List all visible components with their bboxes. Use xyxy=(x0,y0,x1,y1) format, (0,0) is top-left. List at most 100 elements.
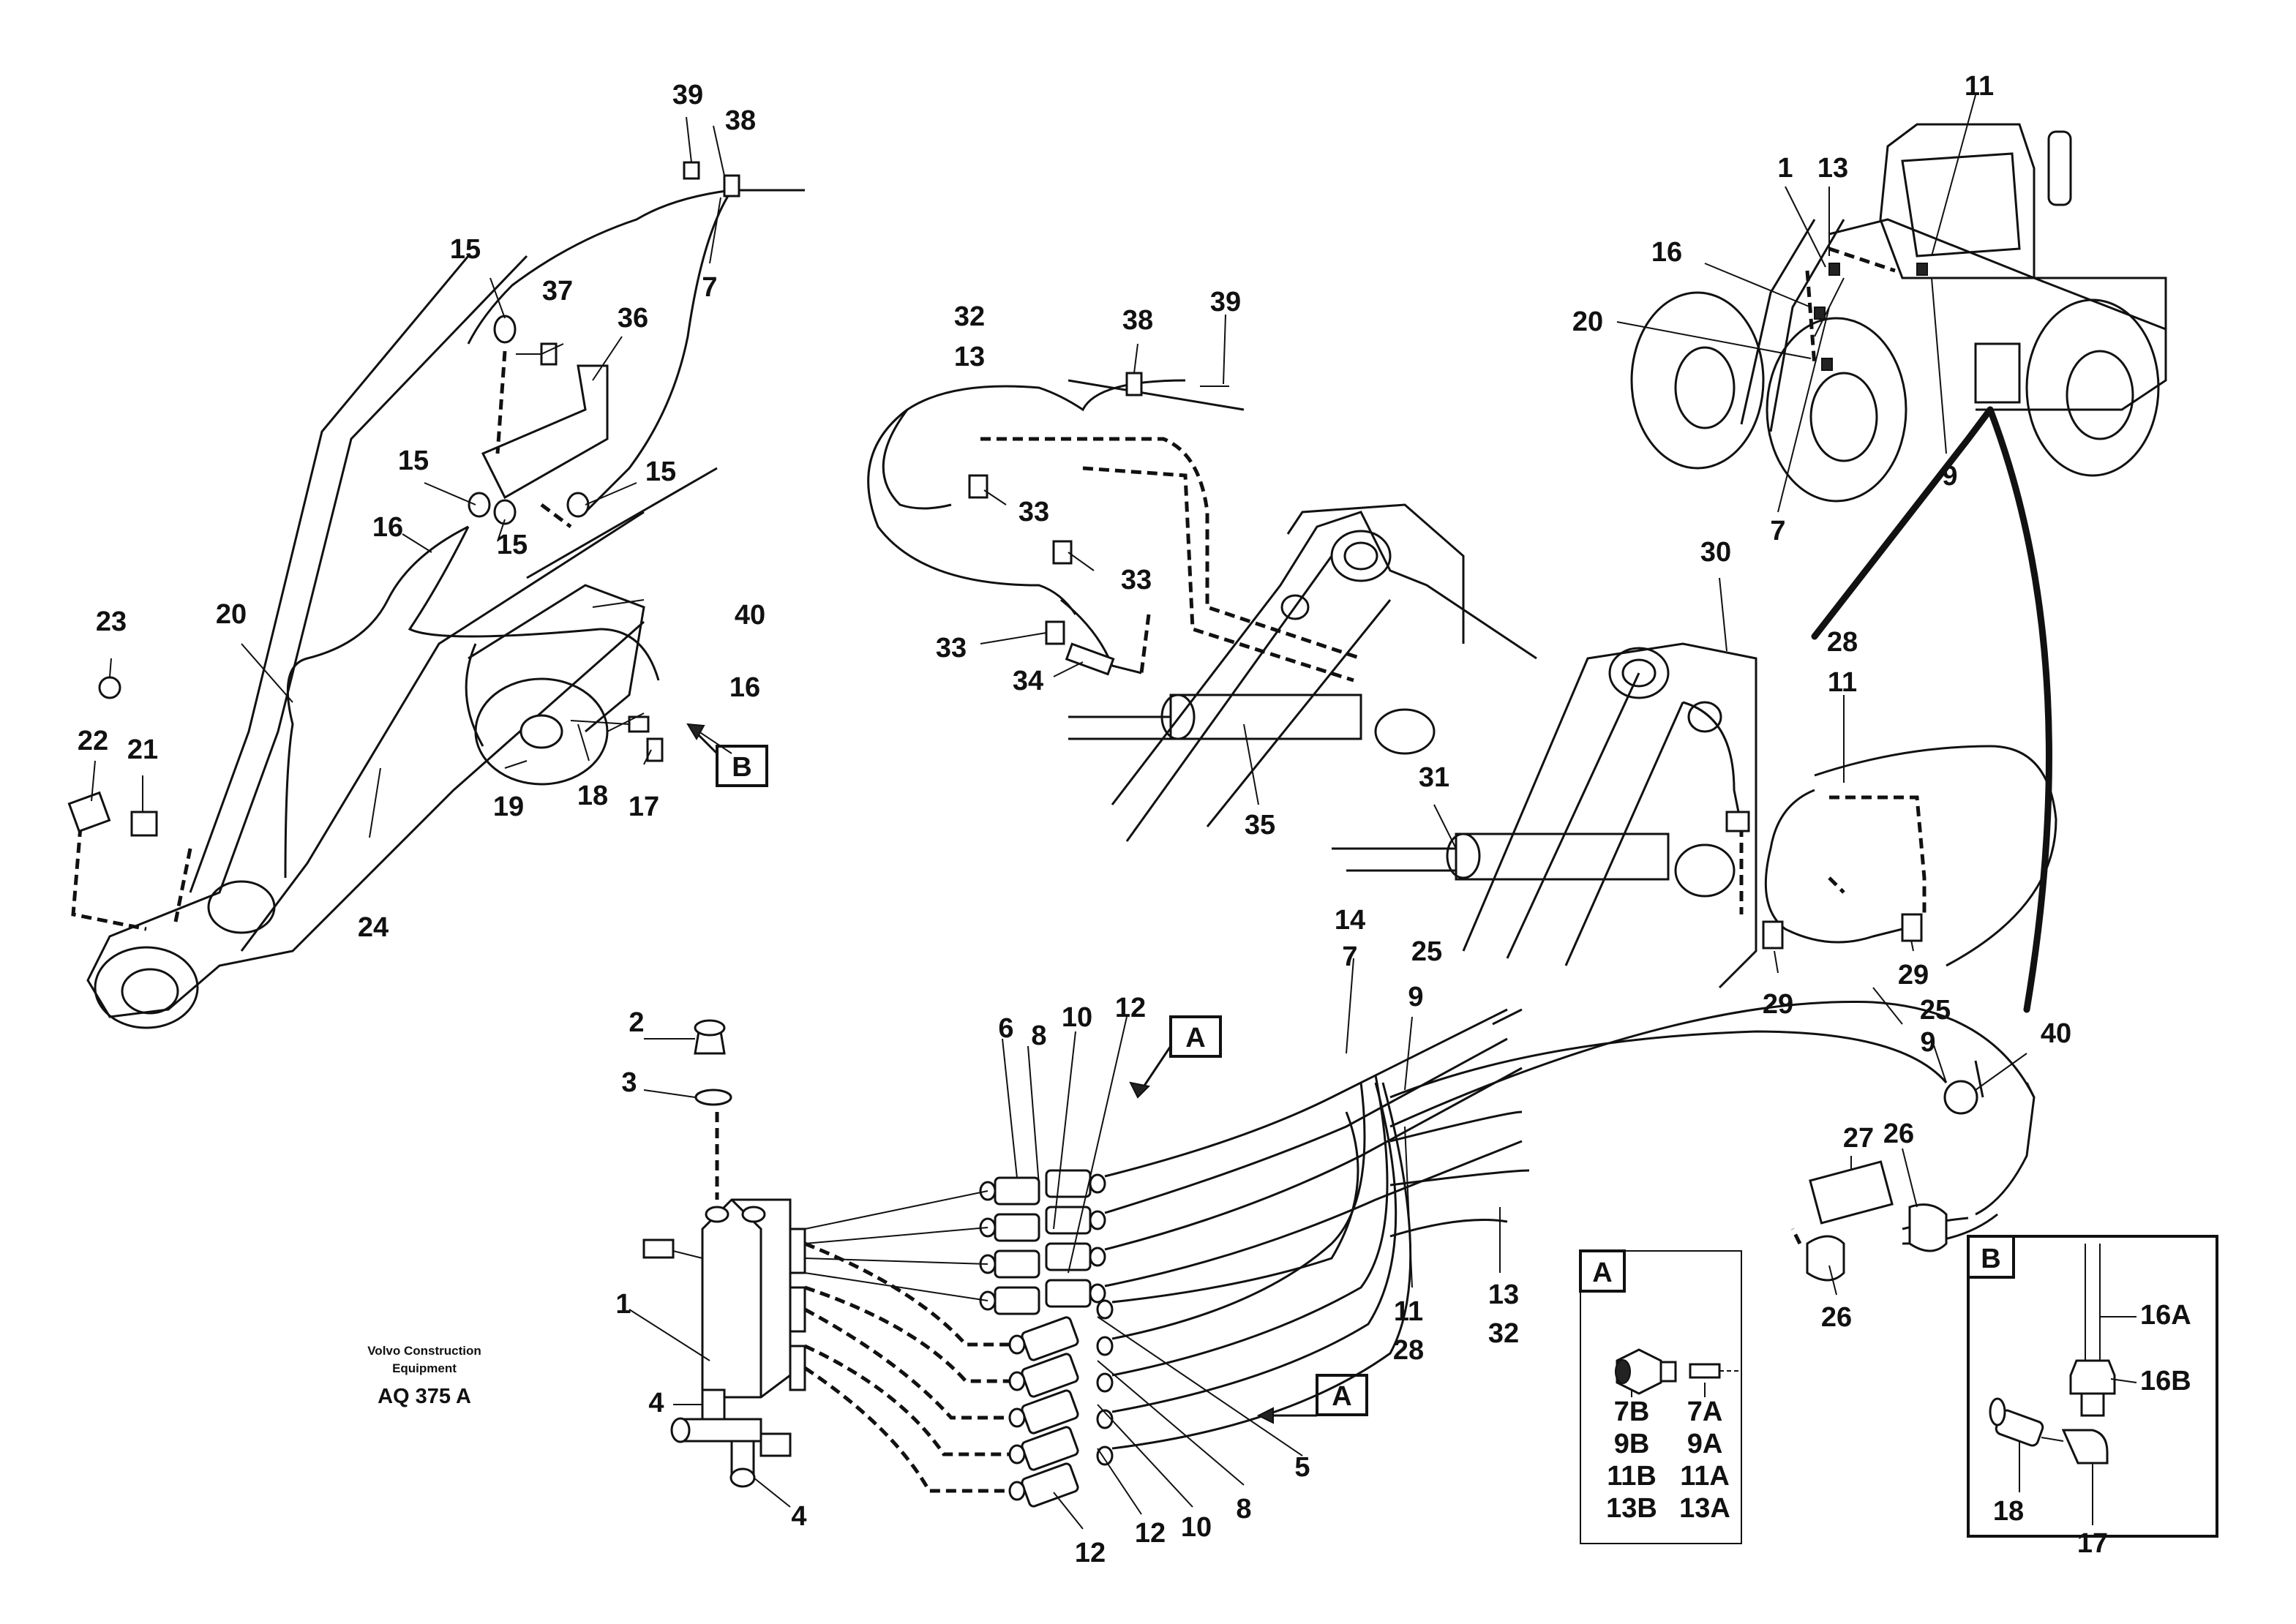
detail-b-18: 18 xyxy=(1993,1496,2024,1527)
callout-26: 26 xyxy=(1883,1119,1914,1149)
callout-33: 33 xyxy=(936,633,967,663)
detail-b-title: B xyxy=(1981,1244,2000,1274)
callout-9: 9 xyxy=(1920,1027,1935,1058)
callout-9: 9 xyxy=(1942,461,1957,492)
detail-a-11b: 11B xyxy=(1607,1461,1657,1492)
callout-28: 28 xyxy=(1393,1335,1424,1366)
callout-15: 15 xyxy=(398,446,429,476)
distribution-block xyxy=(642,1001,2036,1508)
detail-a-11a: 11A xyxy=(1680,1461,1730,1492)
callout-34: 34 xyxy=(1013,666,1043,696)
callout-a-box-1: A xyxy=(1129,1015,1222,1099)
lower-fittings xyxy=(1008,1299,1114,1508)
callout-11: 11 xyxy=(1828,667,1857,698)
callout-15: 15 xyxy=(450,234,481,265)
callout-10: 10 xyxy=(1181,1512,1212,1543)
callout-12: 12 xyxy=(1075,1538,1106,1568)
callout-21: 21 xyxy=(127,734,158,765)
callout-39: 39 xyxy=(672,80,703,110)
callout-4: 4 xyxy=(791,1501,806,1532)
callout-32: 32 xyxy=(954,301,985,332)
detail-b-panel: B 16A 16B 18 17 xyxy=(1967,1235,2218,1559)
callout-16: 16 xyxy=(372,512,403,543)
callout-numbers: 39 38 7 15 37 36 15 15 15 16 20 40 23 16… xyxy=(78,71,2071,1568)
callout-10: 10 xyxy=(1062,1002,1092,1033)
callout-37: 37 xyxy=(542,276,573,307)
callout-25: 25 xyxy=(1411,936,1442,967)
callout-32: 32 xyxy=(1488,1318,1519,1349)
callout-30: 30 xyxy=(1700,537,1731,568)
callout-12: 12 xyxy=(1115,993,1146,1023)
callout-15: 15 xyxy=(645,456,676,487)
callout-38: 38 xyxy=(725,105,756,136)
callout-8: 8 xyxy=(1236,1494,1251,1525)
callout-33: 33 xyxy=(1018,497,1049,527)
callout-13: 13 xyxy=(1817,153,1848,184)
callout-a-letter-1: A xyxy=(1185,1023,1205,1053)
callout-a-box-2: A xyxy=(1256,1374,1368,1424)
callout-8: 8 xyxy=(1031,1020,1046,1051)
callout-35: 35 xyxy=(1245,810,1275,841)
detail-b-16b: 16B xyxy=(2140,1366,2191,1396)
reference-code: AQ 375 A xyxy=(378,1385,471,1408)
callout-b-letter: B xyxy=(732,752,751,783)
lift-arm-assembly xyxy=(67,161,805,1029)
callout-11: 11 xyxy=(1394,1296,1423,1327)
callout-20: 20 xyxy=(1572,307,1603,337)
wheel-loader-overview xyxy=(1630,123,2167,503)
callout-6: 6 xyxy=(998,1013,1013,1044)
brand-line-1: Volvo Construction xyxy=(367,1344,481,1358)
callout-18: 18 xyxy=(577,781,608,811)
callout-1: 1 xyxy=(615,1289,631,1320)
callout-19: 19 xyxy=(493,792,524,822)
detail-a-title: A xyxy=(1592,1258,1612,1288)
callout-3: 3 xyxy=(621,1067,637,1098)
callout-29: 29 xyxy=(1898,960,1929,990)
callout-29: 29 xyxy=(1763,989,1793,1020)
callout-5: 5 xyxy=(1294,1452,1310,1483)
callout-23: 23 xyxy=(96,606,127,637)
left-leaders xyxy=(91,116,732,838)
detail-a-13b: 13B xyxy=(1606,1493,1657,1524)
callout-40: 40 xyxy=(735,600,765,631)
callout-13: 13 xyxy=(1488,1279,1519,1310)
detail-a-7b: 7B xyxy=(1614,1396,1650,1427)
callout-24: 24 xyxy=(358,912,389,943)
footer-brand: Volvo Construction Equipment AQ 375 A xyxy=(367,1344,481,1408)
detail-a-9b: 9B xyxy=(1614,1429,1650,1459)
callout-28: 28 xyxy=(1827,627,1858,658)
callout-36: 36 xyxy=(618,303,648,334)
callout-26: 26 xyxy=(1821,1302,1852,1333)
callout-12: 12 xyxy=(1135,1518,1166,1549)
bottom-leaders xyxy=(629,958,2027,1530)
callout-15: 15 xyxy=(497,530,528,560)
detail-b-16a: 16A xyxy=(2140,1300,2191,1331)
callout-40: 40 xyxy=(2041,1018,2071,1049)
detail-a-13a: 13A xyxy=(1679,1493,1730,1524)
callout-16: 16 xyxy=(1651,237,1682,268)
callout-13: 13 xyxy=(954,342,985,372)
callout-b-box: B xyxy=(686,723,768,787)
callout-14: 14 xyxy=(1335,905,1365,936)
callout-25: 25 xyxy=(1920,995,1951,1026)
callout-7: 7 xyxy=(702,272,717,303)
callout-a-letter-2: A xyxy=(1332,1381,1351,1412)
upper-fittings xyxy=(979,1169,1106,1315)
callout-33: 33 xyxy=(1121,565,1152,595)
callout-39: 39 xyxy=(1210,287,1241,317)
callout-1: 1 xyxy=(1777,153,1793,184)
detail-a-panel: A 7B 9B 11B 13B 7A 9A 11A 13A xyxy=(1579,1249,1742,1544)
detail-a-7a: 7A xyxy=(1687,1396,1723,1427)
callout-16: 16 xyxy=(729,672,760,703)
callout-20: 20 xyxy=(216,599,247,630)
callout-22: 22 xyxy=(78,726,108,756)
center-leaders xyxy=(980,314,1914,974)
boom-cylinder-assembly xyxy=(867,372,2057,1013)
callout-7: 7 xyxy=(1770,516,1785,546)
detail-b-17: 17 xyxy=(2077,1528,2108,1559)
loader-leaders xyxy=(1616,94,1976,513)
callout-4: 4 xyxy=(648,1388,664,1418)
callout-2: 2 xyxy=(629,1007,644,1038)
callout-38: 38 xyxy=(1122,305,1153,336)
